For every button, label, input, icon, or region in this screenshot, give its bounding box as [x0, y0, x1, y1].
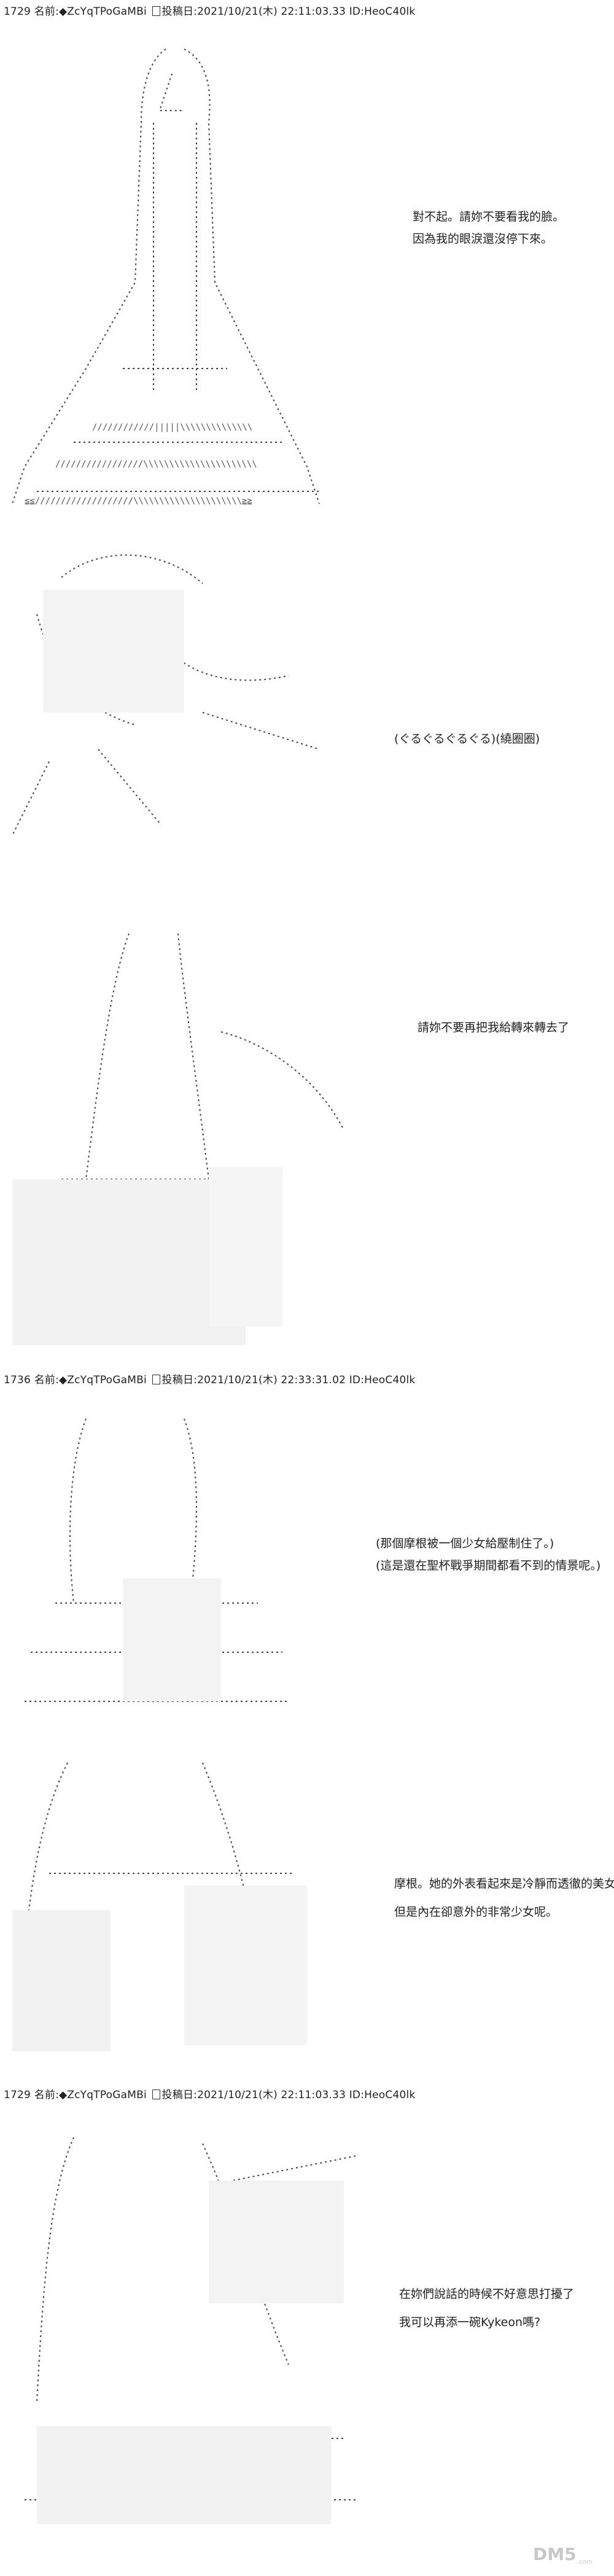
svg-text://///////////////\\\\\\\\\\\\\: /////////////////\\\\\\\\\\\\\\\\\\\\\\	[55, 459, 257, 469]
svg-text:≦≦///////////////////\\\\\\\\\: ≦≦///////////////////\\\\\\\\\\\\\\\\\\\…	[25, 496, 252, 506]
post-number: 1729	[4, 6, 31, 18]
post-date: 投稿日:2021/10/21(木) 22:11:03.33 ID:HeoC40l…	[161, 6, 416, 18]
watermark-text: DM5	[533, 2544, 577, 2564]
box-icon	[152, 1375, 160, 1384]
dialogue-line: 我可以再添一碗Kykeon嗎?	[399, 2316, 541, 2329]
ascii-art-figure-icon: ////////////|||||\\\\\\\\\\\\\\ ////////…	[0, 25, 356, 516]
post-header-1: 1729 名前:◆ZcYqTPoGaMBi 投稿日:2021/10/21(木) …	[4, 2, 415, 18]
watermark-subtext: .com	[577, 2559, 593, 2566]
box-icon	[152, 2090, 160, 2099]
post-number: 1729	[4, 2089, 31, 2101]
dialogue-line: 摩根。她的外表看起來是冷靜而透徹的美女。	[394, 1877, 614, 1891]
post-header-2: 1736 名前:◆ZcYqTPoGaMBi 投稿日:2021/10/21(木) …	[4, 1371, 415, 1386]
post-name-label: 名前:	[34, 6, 60, 18]
post-date: 投稿日:2021/10/21(木) 22:33:31.02 ID:HeoC40l…	[161, 1374, 416, 1386]
post-number: 1736	[4, 1374, 31, 1386]
post-name-label: 名前:	[34, 1374, 60, 1386]
dm5-logo-icon: DM5 .com	[532, 2542, 599, 2566]
poster-tripcode: ◆ZcYqTPoGaMBi	[59, 6, 147, 18]
box-icon	[152, 6, 160, 16]
poster-tripcode: ◆ZcYqTPoGaMBi	[59, 1374, 147, 1386]
dialogue-line: 在妳們說話的時候不好意思打擾了	[399, 2287, 575, 2301]
ascii-art-figure-icon	[0, 1726, 344, 2070]
svg-text:////////////|||||\\\\\\\\\\\\\: ////////////|||||\\\\\\\\\\\\\\	[92, 423, 252, 432]
ascii-art-figure-icon	[0, 2107, 368, 2537]
dialogue-line: 但是內在卻意外的非常少女呢。	[394, 1905, 558, 1919]
dialogue-line: (ぐるぐるぐるぐる)(繞圈圈)	[394, 732, 540, 746]
dialogue-line: 因為我的眼淚還沒停下來。	[413, 232, 553, 246]
post-date: 投稿日:2021/10/21(木) 22:11:03.33 ID:HeoC40l…	[161, 2089, 416, 2101]
ascii-art-figure-icon	[0, 897, 368, 1351]
dialogue-line: 請妳不要再把我給轉來轉去了	[418, 1021, 570, 1034]
poster-tripcode: ◆ZcYqTPoGaMBi	[59, 2089, 147, 2101]
dialogue-line: 對不起。請妳不要看我的臉。	[413, 210, 565, 224]
post-name-label: 名前:	[34, 2089, 60, 2101]
dialogue-line: (這是還在聖杯戰爭期間都看不到的情景呢。)	[376, 1559, 601, 1572]
post-header-3: 1729 名前:◆ZcYqTPoGaMBi 投稿日:2021/10/21(木) …	[4, 2086, 415, 2101]
dialogue-line: (那個摩根被一個少女給壓制住了。)	[376, 1537, 554, 1550]
ascii-art-figure-icon	[0, 528, 356, 872]
ascii-art-figure-icon	[0, 1394, 307, 1714]
